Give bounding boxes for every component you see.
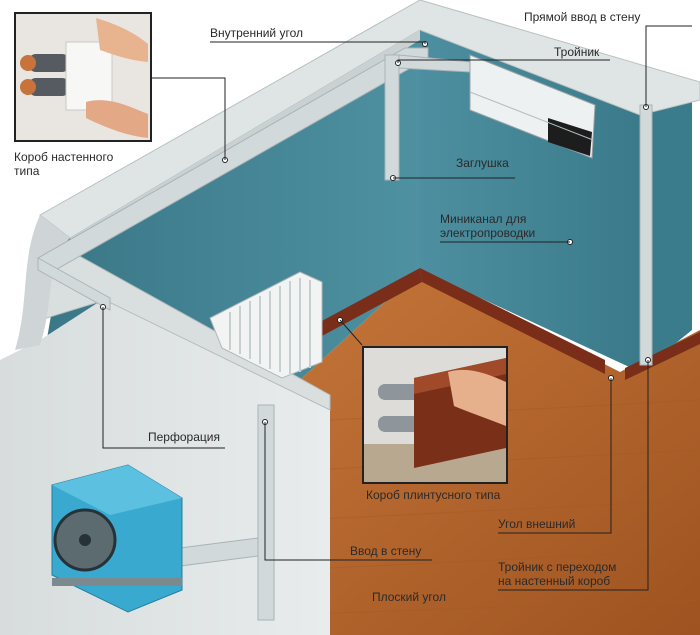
label-wall-entry: Ввод в стену: [350, 544, 422, 558]
leader-tee-transition: [498, 360, 649, 591]
leader-lines: [102, 25, 692, 591]
label-direct-wall-entry: Прямой ввод в стену: [524, 10, 641, 24]
duct-vertical-near-window: [384, 54, 400, 181]
leader-internal-corner: [210, 41, 426, 44]
air-conditioner-indoor-icon: [469, 54, 596, 159]
wall-duct-system: [37, 47, 653, 621]
air-conditioner-outdoor-icon: [51, 464, 183, 613]
right-side-wall: [640, 88, 692, 372]
label-internal-corner: Внутренний угол: [210, 26, 303, 40]
leader-perforation: [102, 307, 225, 449]
leader-skirting: [339, 319, 363, 346]
skirting-right2: [625, 332, 700, 380]
label-minichannel-1: Миниканал для: [440, 212, 527, 226]
wall-box-photo-inset: [14, 12, 152, 142]
hand-installing-skirting-duct-icon: [364, 348, 506, 482]
label-flat-corner: Плоский угол: [372, 590, 446, 604]
skirting-left: [320, 268, 422, 336]
leader-tee: [397, 59, 610, 63]
radiator-icon: [209, 271, 323, 379]
label-end-cap: Заглушка: [456, 156, 509, 170]
leader-wall-entry: [264, 422, 432, 561]
label-minichannel-2: электропроводки: [440, 226, 536, 240]
label-tee-transition-1: Тройник с переходом: [498, 560, 617, 574]
leader-external-corner: [498, 378, 612, 534]
duct-front-vertical: [257, 404, 275, 621]
skirting-box-photo-inset: [362, 346, 508, 484]
leader-wall-box: [150, 77, 226, 160]
skirting-right: [420, 268, 605, 374]
label-skirting-box: Короб плинтусного типа: [366, 488, 501, 502]
label-wall-box-1: Короб настенного: [14, 150, 114, 164]
label-perforation: Перфорация: [148, 430, 220, 444]
label-external-corner: Угол внешний: [498, 517, 576, 531]
duct-left-front: [37, 257, 111, 311]
label-wall-box-2: типа: [14, 164, 40, 178]
label-tee: Тройник: [554, 45, 600, 59]
duct-right-vertical: [639, 104, 653, 366]
hands-installing-wall-duct-icon: [16, 14, 150, 140]
leader-direct-entry: [645, 25, 692, 107]
label-tee-transition-2: на настенный короб: [498, 574, 611, 588]
